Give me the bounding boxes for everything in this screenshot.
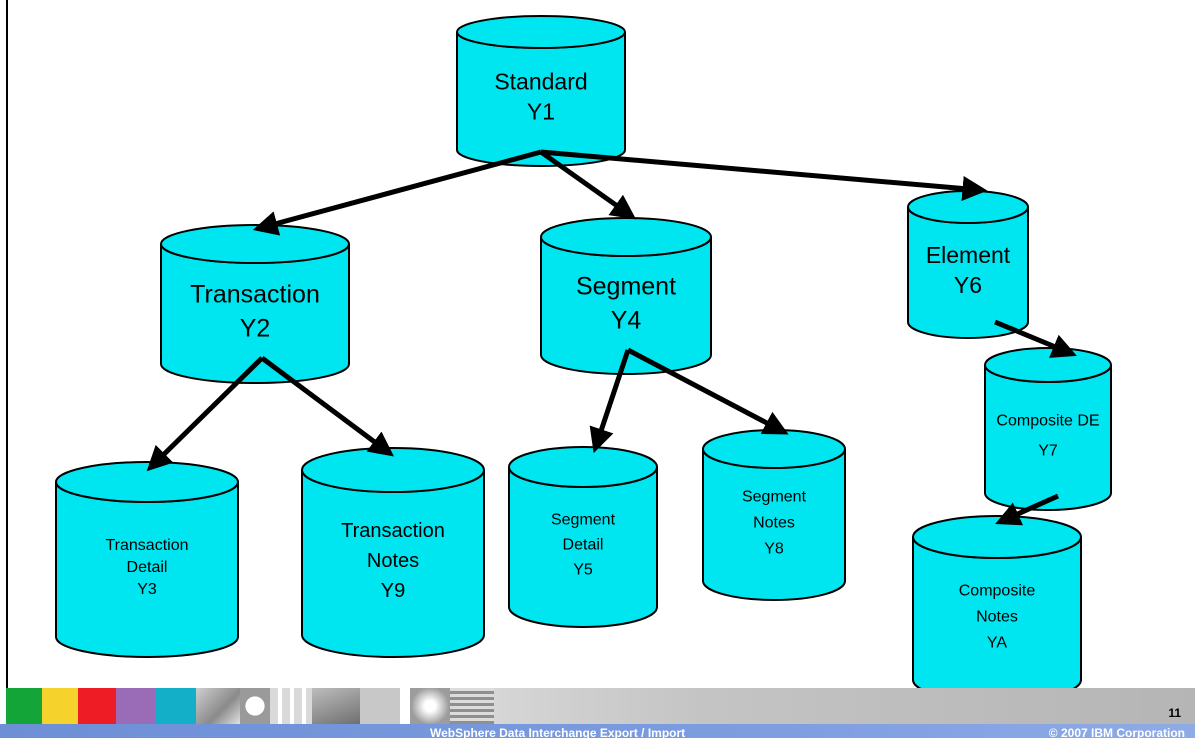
footer-tile-red bbox=[78, 688, 116, 724]
edge-y1-y4 bbox=[539, 149, 637, 220]
node-label: Y4 bbox=[611, 306, 642, 334]
footer-tile-purple bbox=[116, 688, 156, 724]
edge-y2-y9 bbox=[260, 355, 395, 457]
node-label: Detail bbox=[563, 537, 604, 554]
node-label: Y8 bbox=[764, 540, 784, 557]
node-label: Composite bbox=[959, 582, 1036, 599]
footer-photo-tile bbox=[312, 688, 360, 724]
edge-y1-y2 bbox=[252, 149, 542, 236]
footer-photo-tile bbox=[410, 688, 450, 724]
left-border-rule bbox=[6, 0, 8, 688]
node-label: Y6 bbox=[954, 272, 982, 298]
footer-gray-strip bbox=[494, 688, 1195, 724]
footer-tile-teal bbox=[156, 688, 196, 724]
cylinder-top bbox=[456, 15, 626, 49]
node-label: Segment bbox=[742, 488, 807, 505]
cylinder-top bbox=[984, 347, 1112, 383]
cylinder-top bbox=[702, 429, 846, 469]
cylinder-top bbox=[912, 515, 1082, 559]
node-label: Standard bbox=[494, 69, 587, 95]
footer-tile-yellow bbox=[42, 688, 78, 724]
node-label: Transaction bbox=[341, 520, 445, 542]
footer-copyright: © 2007 IBM Corporation bbox=[1048, 726, 1185, 740]
node-label: Y1 bbox=[527, 99, 555, 125]
cylinder-top bbox=[55, 461, 239, 503]
footer-tile-green bbox=[6, 688, 42, 724]
node-label: Y5 bbox=[573, 562, 593, 579]
footer-title: WebSphere Data Interchange Export / Impo… bbox=[430, 726, 686, 740]
node-label: Notes bbox=[753, 514, 795, 531]
cylinder-top bbox=[540, 217, 712, 257]
node-y7: Composite DE Y7 bbox=[984, 347, 1112, 511]
hierarchy-diagram: StandardY1TransactionY2SegmentY4ElementY… bbox=[55, 15, 1112, 688]
footer-photo-tile bbox=[360, 688, 400, 724]
node-label: YA bbox=[987, 634, 1007, 651]
footer: 11 WebSphere Data Interchange Export / I… bbox=[0, 688, 1195, 740]
node-label: Segment bbox=[576, 272, 676, 300]
node-label: Y9 bbox=[381, 580, 405, 602]
node-label: Segment bbox=[551, 512, 616, 529]
cylinder-top bbox=[907, 190, 1029, 224]
node-label: Notes bbox=[367, 550, 419, 572]
footer-photo-tile bbox=[196, 688, 240, 724]
footer-photo-tile bbox=[240, 688, 270, 724]
edge-y4-y5 bbox=[589, 349, 631, 454]
footer-band bbox=[0, 724, 1195, 738]
node-label: Composite DE bbox=[996, 413, 1099, 430]
edge-y7-ya bbox=[995, 493, 1060, 526]
node-label: Transaction bbox=[106, 537, 189, 554]
cylinder-body bbox=[984, 364, 1112, 511]
node-label: Y7 bbox=[1038, 443, 1058, 460]
page-number: 11 bbox=[1168, 706, 1181, 720]
edge-y6-y7 bbox=[994, 319, 1077, 358]
node-label: Element bbox=[926, 242, 1011, 268]
cylinder-top bbox=[508, 446, 658, 488]
cylinder-top bbox=[301, 447, 485, 493]
node-label: Transaction bbox=[190, 280, 320, 308]
edge-y4-y8 bbox=[626, 347, 789, 435]
edge-y2-y3 bbox=[146, 356, 264, 472]
footer-photo-tile bbox=[270, 688, 312, 724]
node-label: Y2 bbox=[240, 314, 271, 342]
footer-photo-tile bbox=[450, 688, 494, 724]
node-label: Y3 bbox=[137, 581, 157, 598]
node-label: Notes bbox=[976, 608, 1018, 625]
edge-y1-y6 bbox=[540, 149, 988, 201]
node-label: Detail bbox=[127, 559, 168, 576]
cylinder-top bbox=[160, 224, 350, 264]
